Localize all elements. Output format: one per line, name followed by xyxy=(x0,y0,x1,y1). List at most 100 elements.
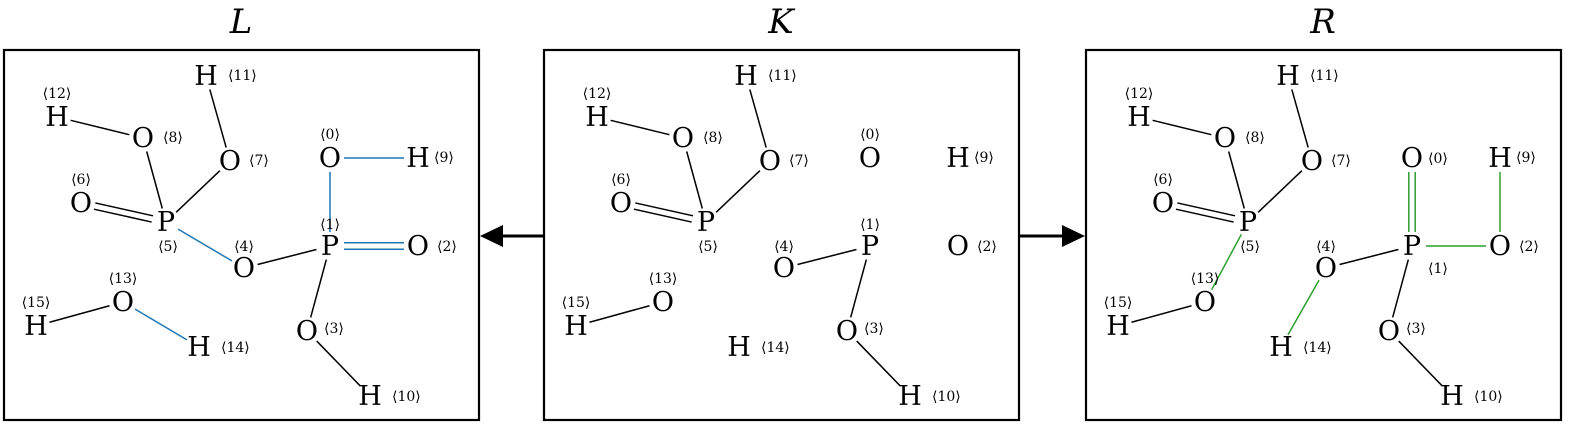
panel-r-bond-4-1 xyxy=(1339,248,1399,266)
panel-r-atom-2-index: ⟨2⟩ xyxy=(1519,239,1539,255)
panel-k-atom-11-index: ⟨11⟩ xyxy=(768,68,797,84)
panel-k-atom-6-index: ⟨6⟩ xyxy=(611,172,631,188)
panel-r-atom-9-index: ⟨9⟩ xyxy=(1516,150,1536,166)
panel-k-atom-8-index: ⟨8⟩ xyxy=(703,130,723,146)
panel-k-atom-7-symbol: O xyxy=(759,146,781,177)
panel-r-bond-8-5 xyxy=(1227,151,1246,209)
panel-k-atom-1-symbol: P xyxy=(861,231,879,262)
panel-r-bond-15-13 xyxy=(1131,304,1192,324)
panel-l-atom-2-index: ⟨2⟩ xyxy=(437,239,457,255)
panel-r-atom-3-index: ⟨3⟩ xyxy=(1406,321,1426,337)
arrow-k-to-l xyxy=(480,225,544,247)
panel-r-atom-5-index: ⟨5⟩ xyxy=(1240,239,1260,255)
panel-k-atom-5-index: ⟨5⟩ xyxy=(698,239,718,255)
panel-l-atom-3-index: ⟨3⟩ xyxy=(324,321,344,337)
panel-r-atom-9-symbol: H xyxy=(1488,143,1512,174)
panel-l-atom-11-symbol: H xyxy=(194,61,218,92)
panel-k-atom-2-index: ⟨2⟩ xyxy=(977,239,997,255)
panel-l-atom-11-index: ⟨11⟩ xyxy=(228,68,257,84)
panel-k-molecule: O⟨0⟩P⟨1⟩O⟨2⟩O⟨3⟩O⟨4⟩P⟨5⟩O⟨6⟩O⟨7⟩O⟨8⟩H⟨9⟩… xyxy=(562,61,997,412)
panel-k-atom-4-index: ⟨4⟩ xyxy=(774,239,794,255)
panel-l-bond-6-5-line xyxy=(93,208,152,223)
panel-r-atom-10-symbol: H xyxy=(1440,381,1464,412)
panel-l-atom-14-index: ⟨14⟩ xyxy=(221,340,250,356)
panel-k-atom-8-symbol: O xyxy=(672,123,694,154)
panel-l-bond-6-5-line xyxy=(95,202,154,217)
panel-l-atom-7-index: ⟨7⟩ xyxy=(249,153,269,169)
panel-r-bond-5-13 xyxy=(1210,233,1243,291)
panel-k-atom-7-index: ⟨7⟩ xyxy=(789,153,809,169)
panel-r-bond-6-5-line xyxy=(1177,202,1236,217)
panel-k-bond-3-10 xyxy=(856,340,901,387)
panel-k-atom-13-symbol: O xyxy=(652,287,674,318)
panel-k-atom-3-symbol: O xyxy=(836,316,858,347)
panel-l-atom-10-index: ⟨10⟩ xyxy=(392,389,421,405)
panel-l-atom-5-index: ⟨5⟩ xyxy=(158,239,178,255)
panel-l-bond-1-2 xyxy=(344,242,404,250)
panel-k-atom-9-symbol: H xyxy=(946,143,970,174)
panel-k-bond-15-13 xyxy=(589,304,650,324)
panel-k-title: K xyxy=(767,2,796,42)
panel-l-atom-0-symbol: O xyxy=(319,143,341,174)
panel-r-atom-0-index: ⟨0⟩ xyxy=(1428,151,1448,167)
panel-l-atom-13-index: ⟨13⟩ xyxy=(109,271,138,287)
panel-r-atom-4-symbol: O xyxy=(1315,253,1337,284)
panel-l-molecule: O⟨0⟩P⟨1⟩O⟨2⟩O⟨3⟩O⟨4⟩P⟨5⟩O⟨6⟩O⟨7⟩O⟨8⟩H⟨9⟩… xyxy=(22,61,457,412)
panel-r-molecule: O⟨0⟩P⟨1⟩O⟨2⟩O⟨3⟩O⟨4⟩P⟨5⟩O⟨6⟩O⟨7⟩O⟨8⟩H⟨9⟩… xyxy=(1104,61,1539,412)
panel-l-atom-9-index: ⟨9⟩ xyxy=(434,150,454,166)
panel-r-atom-13-index: ⟨13⟩ xyxy=(1191,271,1220,287)
panel-r-bond-1-3 xyxy=(1391,259,1410,318)
panel-k-atom-10-symbol: H xyxy=(898,381,922,412)
panel-k-atom-1-index: ⟨1⟩ xyxy=(860,217,880,233)
panel-r-atom-7-symbol: O xyxy=(1301,146,1323,177)
panel-l-bond-4-1 xyxy=(257,248,317,266)
panel-k-atom-13-index: ⟨13⟩ xyxy=(649,271,678,287)
panel-r-atom-14-symbol: H xyxy=(1269,332,1293,363)
panel-k-atom-12-index: ⟨12⟩ xyxy=(583,86,612,102)
panel-l-bond-11-7 xyxy=(209,89,227,148)
panel-k-atom-6-symbol: O xyxy=(610,188,632,219)
panel-r-atom-6-symbol: O xyxy=(1152,188,1174,219)
panel-l-bond-6-5 xyxy=(93,202,154,223)
panel-l-atom-15-index: ⟨15⟩ xyxy=(22,295,51,311)
panel-l-atom-12-symbol: H xyxy=(45,102,69,133)
panel-r-bond-12-8 xyxy=(1152,119,1212,136)
panel-l-atom-4-index: ⟨4⟩ xyxy=(234,239,254,255)
panel-l-atom-8-symbol: O xyxy=(132,123,154,154)
panel-r-atom-1-symbol: P xyxy=(1403,231,1421,262)
panel-l-title: L xyxy=(229,2,253,42)
panel-l-atom-15-symbol: H xyxy=(24,311,48,342)
panel-k-atom-5-symbol: P xyxy=(697,207,715,238)
panel-k-atom-3-index: ⟨3⟩ xyxy=(864,321,884,337)
panel-l-bond-7-5 xyxy=(175,170,221,213)
panel-r-bond-6-5 xyxy=(1175,202,1236,223)
panel-k-bond-6-5 xyxy=(633,202,694,223)
panel-k-atom-10-index: ⟨10⟩ xyxy=(932,389,961,405)
panel-r-atom-8-symbol: O xyxy=(1214,123,1236,154)
panel-r-bond-7-5 xyxy=(1257,170,1303,213)
panel-l-atom-6-index: ⟨6⟩ xyxy=(71,172,91,188)
arrow-k-to-r xyxy=(1019,225,1085,247)
panel-r-atom-1-index: ⟨1⟩ xyxy=(1428,261,1448,277)
panel-l-bond-12-8 xyxy=(70,119,130,136)
panel-k-atom-2-symbol: O xyxy=(947,231,969,262)
panel-r-atom-8-index: ⟨8⟩ xyxy=(1245,130,1265,146)
panel-r-atom-3-symbol: O xyxy=(1378,316,1400,347)
panel-r-atom-10-index: ⟨10⟩ xyxy=(1474,389,1503,405)
panel-l-bond-3-10 xyxy=(316,340,361,387)
panel-r-atom-7-index: ⟨7⟩ xyxy=(1331,153,1351,169)
panel-l-atom-8-index: ⟨8⟩ xyxy=(163,130,183,146)
panel-r-atom-11-symbol: H xyxy=(1276,61,1300,92)
panel-k-bond-6-5-line xyxy=(633,208,692,223)
panel-l-atom-14-symbol: H xyxy=(187,332,211,363)
panel-k-atom-14-symbol: H xyxy=(727,332,751,363)
panel-k-atom-9-index: ⟨9⟩ xyxy=(974,150,994,166)
panel-r-atom-4-index: ⟨4⟩ xyxy=(1316,239,1336,255)
panel-k-bond-8-5 xyxy=(685,151,704,209)
panel-l-atom-9-symbol: H xyxy=(406,143,430,174)
panel-r-atom-6-index: ⟨6⟩ xyxy=(1153,172,1173,188)
panel-l-atom-1-symbol: P xyxy=(321,231,339,262)
panel-k-bond-4-1 xyxy=(797,248,857,266)
panel-l-bond-8-5 xyxy=(145,151,164,209)
panel-k-bond-11-7 xyxy=(749,89,767,148)
